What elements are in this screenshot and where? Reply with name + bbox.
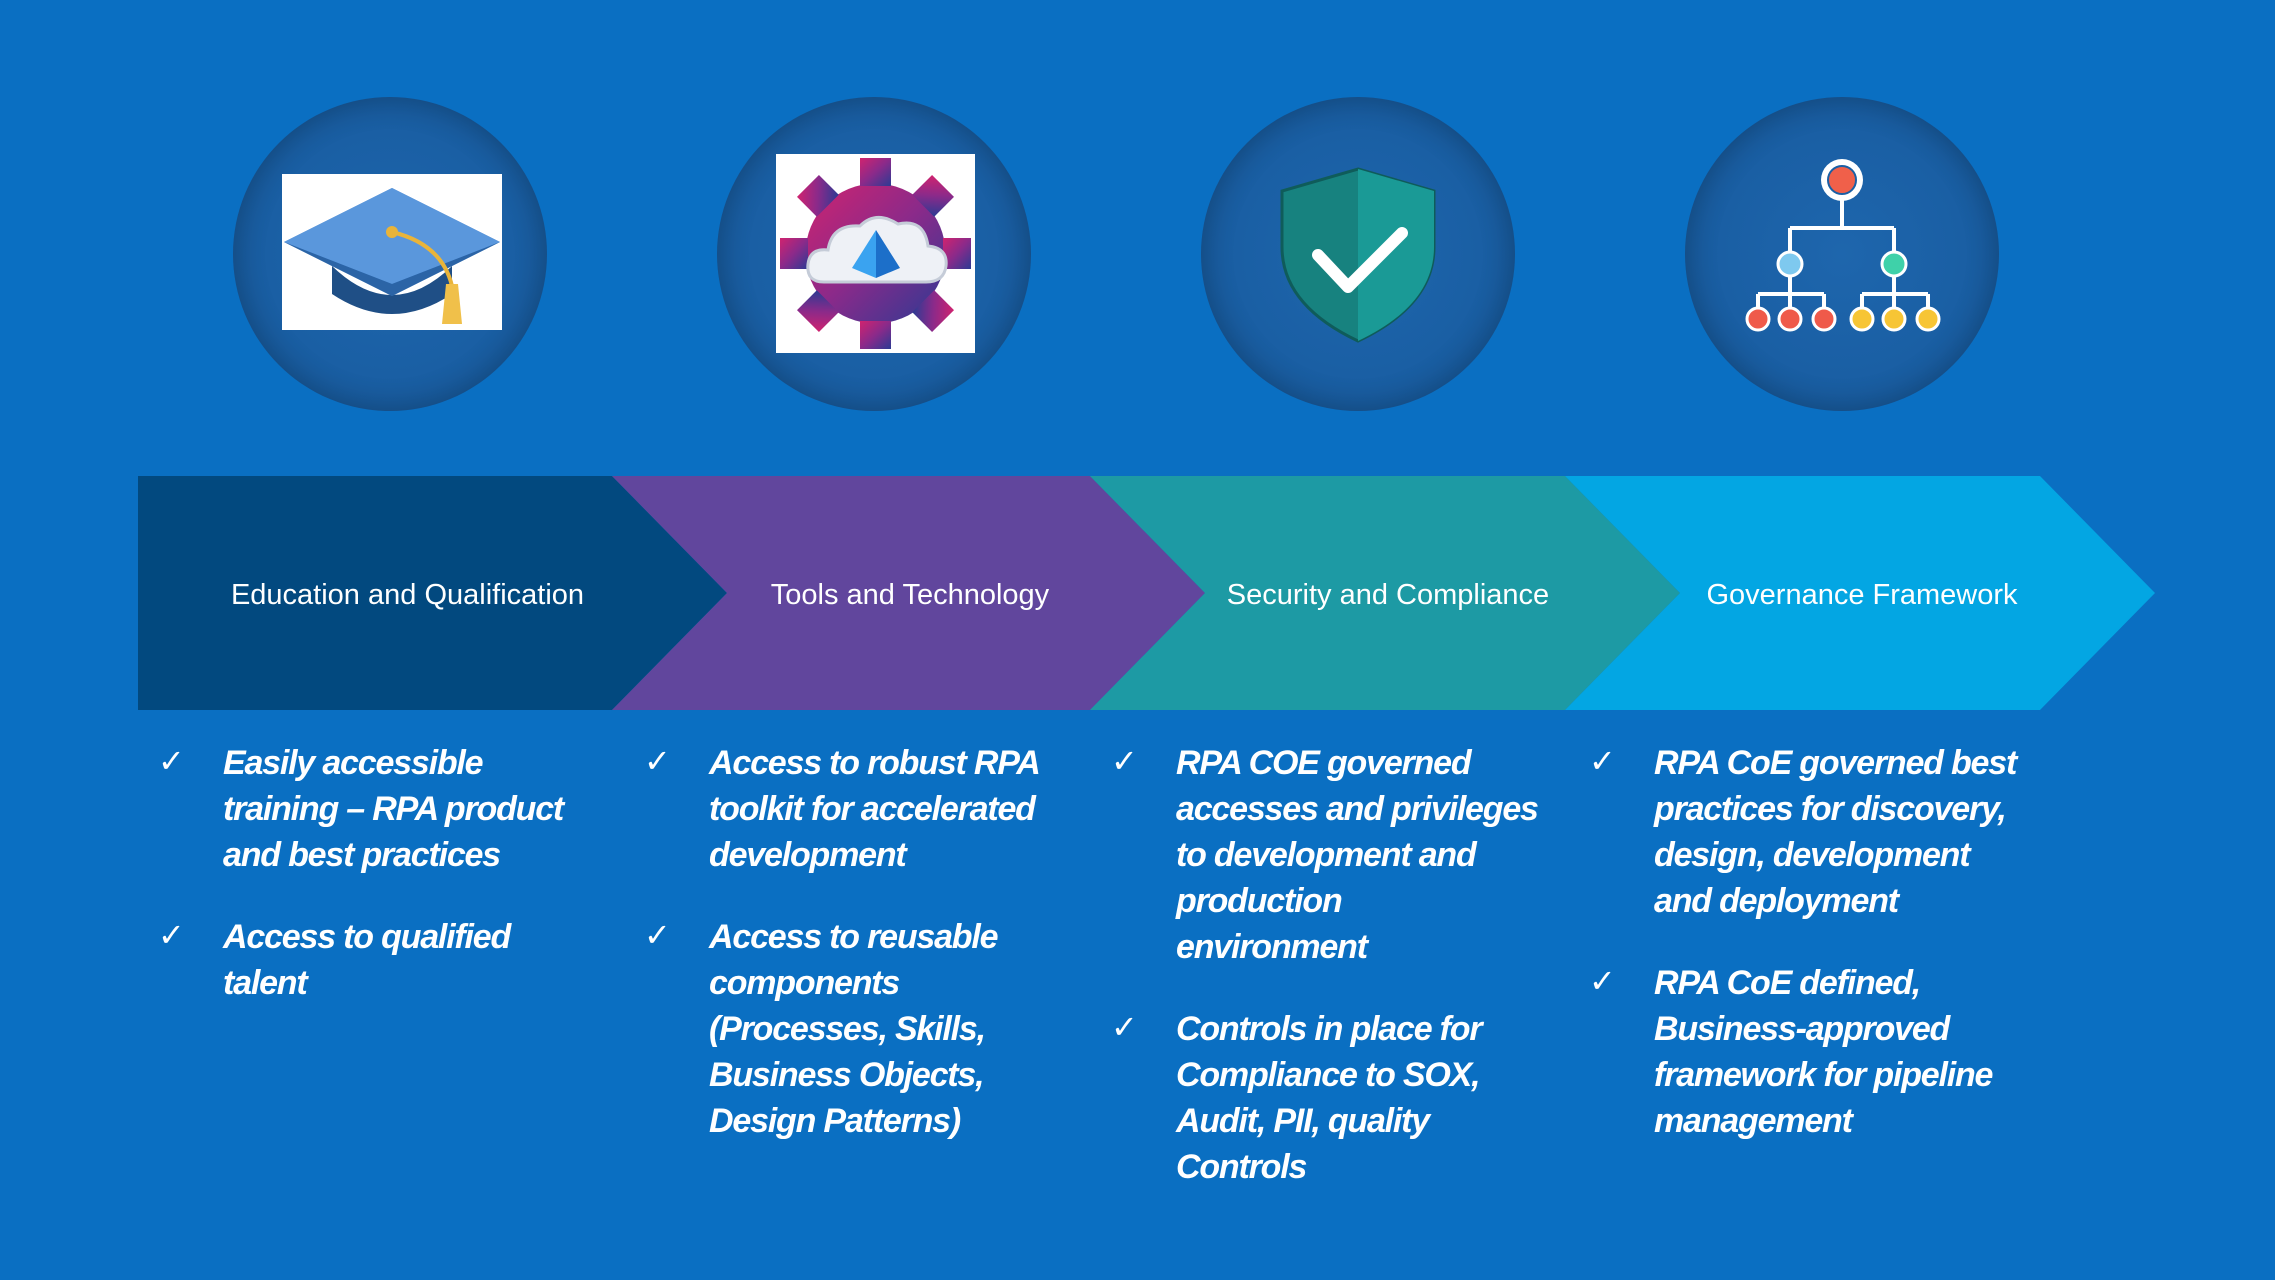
bullet-item: ✓ Access to robust RPA toolkit for accel… — [644, 740, 1041, 878]
checkmark-icon: ✓ — [644, 916, 671, 954]
gear-cloud-icon — [780, 158, 971, 349]
governance-icon-circle — [1685, 97, 1999, 411]
bullet-item: ✓ RPA COE governed accesses and privileg… — [1111, 740, 1539, 970]
bullet-item: ✓ Access to reusable components (Process… — [644, 914, 1040, 1144]
bullet-text: RPA CoE defined, Business-approved frame… — [1654, 964, 1993, 1140]
checkmark-icon: ✓ — [644, 742, 671, 780]
tools-icon-circle — [717, 97, 1031, 411]
checkmark-icon: ✓ — [1111, 1008, 1138, 1046]
bullet-text: RPA COE governed accesses and privileges… — [1176, 744, 1539, 966]
bullet-text: RPA CoE governed best practices for disc… — [1654, 744, 2017, 920]
bullet-text: Easily accessible training – RPA product… — [223, 744, 564, 874]
bullet-text: Access to reusable components (Processes… — [709, 918, 999, 1140]
bullet-text: Controls in place for Compliance to SOX,… — [1176, 1010, 1483, 1186]
bullet-text: Access to robust RPA toolkit for acceler… — [709, 744, 1041, 874]
shield-check-icon — [1280, 167, 1436, 343]
gear-cloud-tile — [776, 154, 975, 353]
stage-label-security: Security and Compliance — [1226, 579, 1550, 611]
bullet-item: ✓ Controls in place for Compliance to SO… — [1111, 1006, 1538, 1190]
stage-label-education: Education and Qualification — [230, 579, 585, 611]
chevron-stage-2 — [612, 476, 1205, 710]
stage-details-governance: ✓ RPA CoE governed best practices for di… — [1589, 740, 2017, 1180]
chevron-stage-4 — [1565, 476, 2155, 710]
stage-label-tools: Tools and Technology — [770, 579, 1050, 611]
graduation-cap-tile — [282, 174, 502, 330]
graduation-cap-icon — [284, 188, 500, 324]
bullet-item: ✓ Access to qualified talent — [158, 914, 563, 1006]
chevron-stage-3 — [1090, 476, 1680, 710]
checkmark-icon: ✓ — [1111, 742, 1138, 780]
checkmark-icon: ✓ — [158, 742, 185, 780]
hierarchy-icon — [1745, 159, 1941, 332]
chevron-stage-1 — [138, 476, 727, 710]
checkmark-icon: ✓ — [1589, 962, 1616, 1000]
checkmark-icon: ✓ — [1589, 742, 1616, 780]
security-icon-circle — [1201, 97, 1515, 411]
stage-details-tools: ✓ Access to robust RPA toolkit for accel… — [644, 740, 1041, 1180]
stage-label-governance: Governance Framework — [1706, 579, 2018, 611]
education-icon-circle — [233, 97, 547, 411]
bullet-item: ✓ RPA CoE defined, Business-approved fra… — [1589, 960, 2016, 1144]
stage-details-education: ✓ Easily accessible training – RPA produ… — [158, 740, 564, 1042]
bullet-item: ✓ RPA CoE governed best practices for di… — [1589, 740, 2017, 924]
stage-details-security: ✓ RPA COE governed accesses and privileg… — [1111, 740, 1539, 1226]
bullet-item: ✓ Easily accessible training – RPA produ… — [158, 740, 564, 878]
bullet-text: Access to qualified talent — [223, 918, 511, 1002]
checkmark-icon: ✓ — [158, 916, 185, 954]
